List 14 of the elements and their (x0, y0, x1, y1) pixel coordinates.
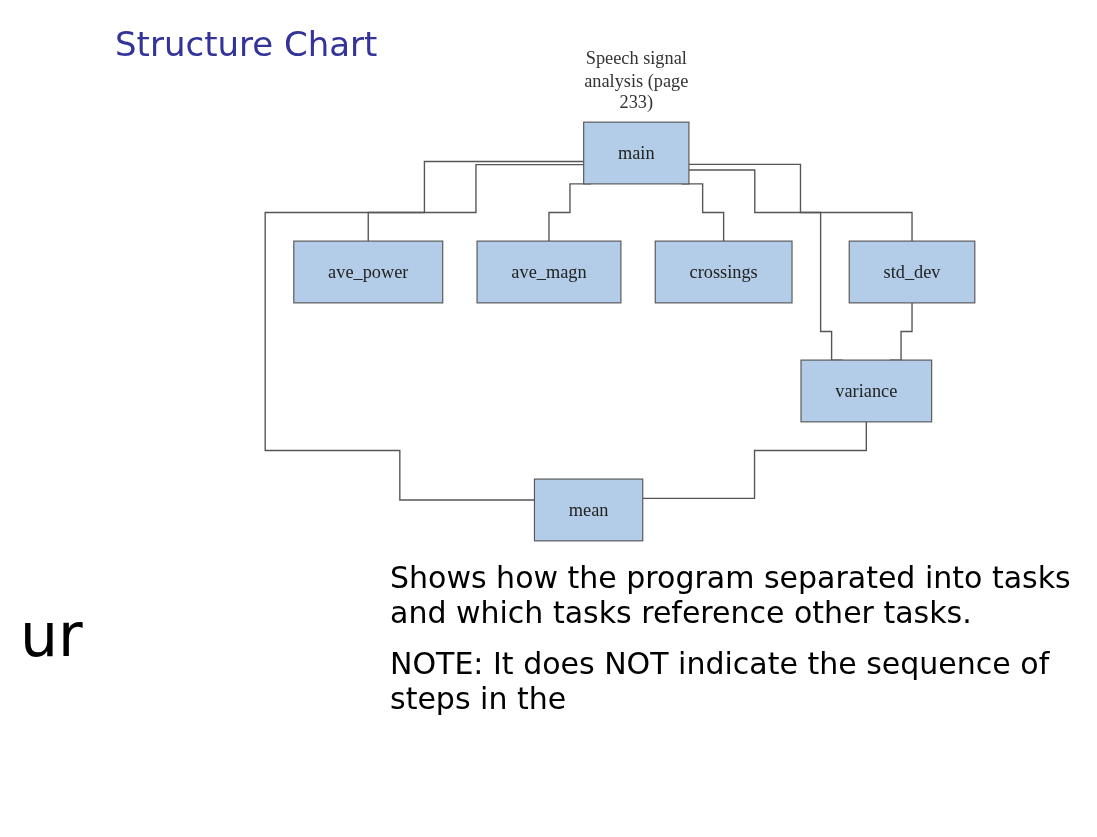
connector (688, 163, 913, 242)
node-box: main (583, 121, 690, 185)
node-box: std_dev (848, 240, 976, 304)
cropped-text: ur (20, 600, 83, 670)
node-box: mean (533, 478, 644, 542)
node-box: ave_power (293, 240, 444, 304)
title: Structure Chart (115, 24, 378, 64)
note-text: NOTE: It does NOT indicate the sequence of steps in the (390, 646, 1051, 716)
note-text: Shows how the program separated into tasks and which tasks reference other tasks. (390, 560, 1072, 630)
node-caption: Speech signal analysis (page 233) (583, 47, 690, 113)
connector (642, 421, 867, 500)
node-box: variance (800, 359, 933, 423)
node-box: ave_magn (476, 240, 622, 304)
node-box: crossings (654, 240, 793, 304)
